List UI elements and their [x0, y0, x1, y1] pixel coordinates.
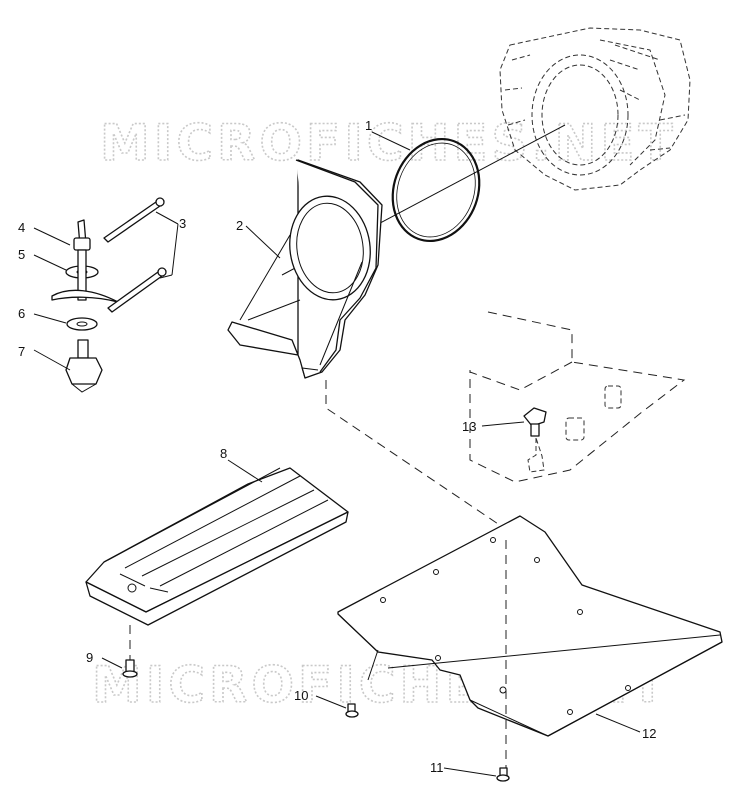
callout-9: 9	[86, 650, 93, 665]
watermark-top: MICROFICHES.NET	[100, 114, 677, 172]
callout-11: 11	[430, 760, 444, 775]
callout-13: 13	[462, 419, 476, 434]
hull-floor-ghost	[469, 311, 686, 483]
intake-adapter-part-2	[227, 159, 383, 379]
callout-4: 4	[18, 220, 25, 235]
callout-5: 5	[18, 247, 25, 262]
engine-housing-ghost	[499, 27, 691, 191]
fitting-stack-parts-4-7	[51, 219, 119, 393]
callout-8: 8	[220, 446, 227, 461]
callout-12: 12	[642, 726, 656, 741]
step-pad-part-8	[85, 467, 349, 626]
connection-dash-2-12	[325, 380, 511, 533]
callout-2: 2	[236, 218, 243, 233]
rivet-part-9	[122, 659, 138, 678]
callout-6: 6	[18, 306, 25, 321]
leader-lines	[33, 131, 641, 777]
callout-1: 1	[365, 118, 372, 133]
o-ring-part-1	[391, 137, 481, 243]
callout-10: 10	[294, 688, 308, 703]
rivet-part-10	[345, 703, 359, 718]
callout-3: 3	[179, 216, 186, 231]
drain-plug-part-13	[523, 407, 547, 473]
callout-7: 7	[18, 344, 25, 359]
screws-part-3	[103, 197, 167, 313]
rivet-part-11	[496, 767, 510, 782]
floor-panel-part-12	[337, 515, 723, 737]
